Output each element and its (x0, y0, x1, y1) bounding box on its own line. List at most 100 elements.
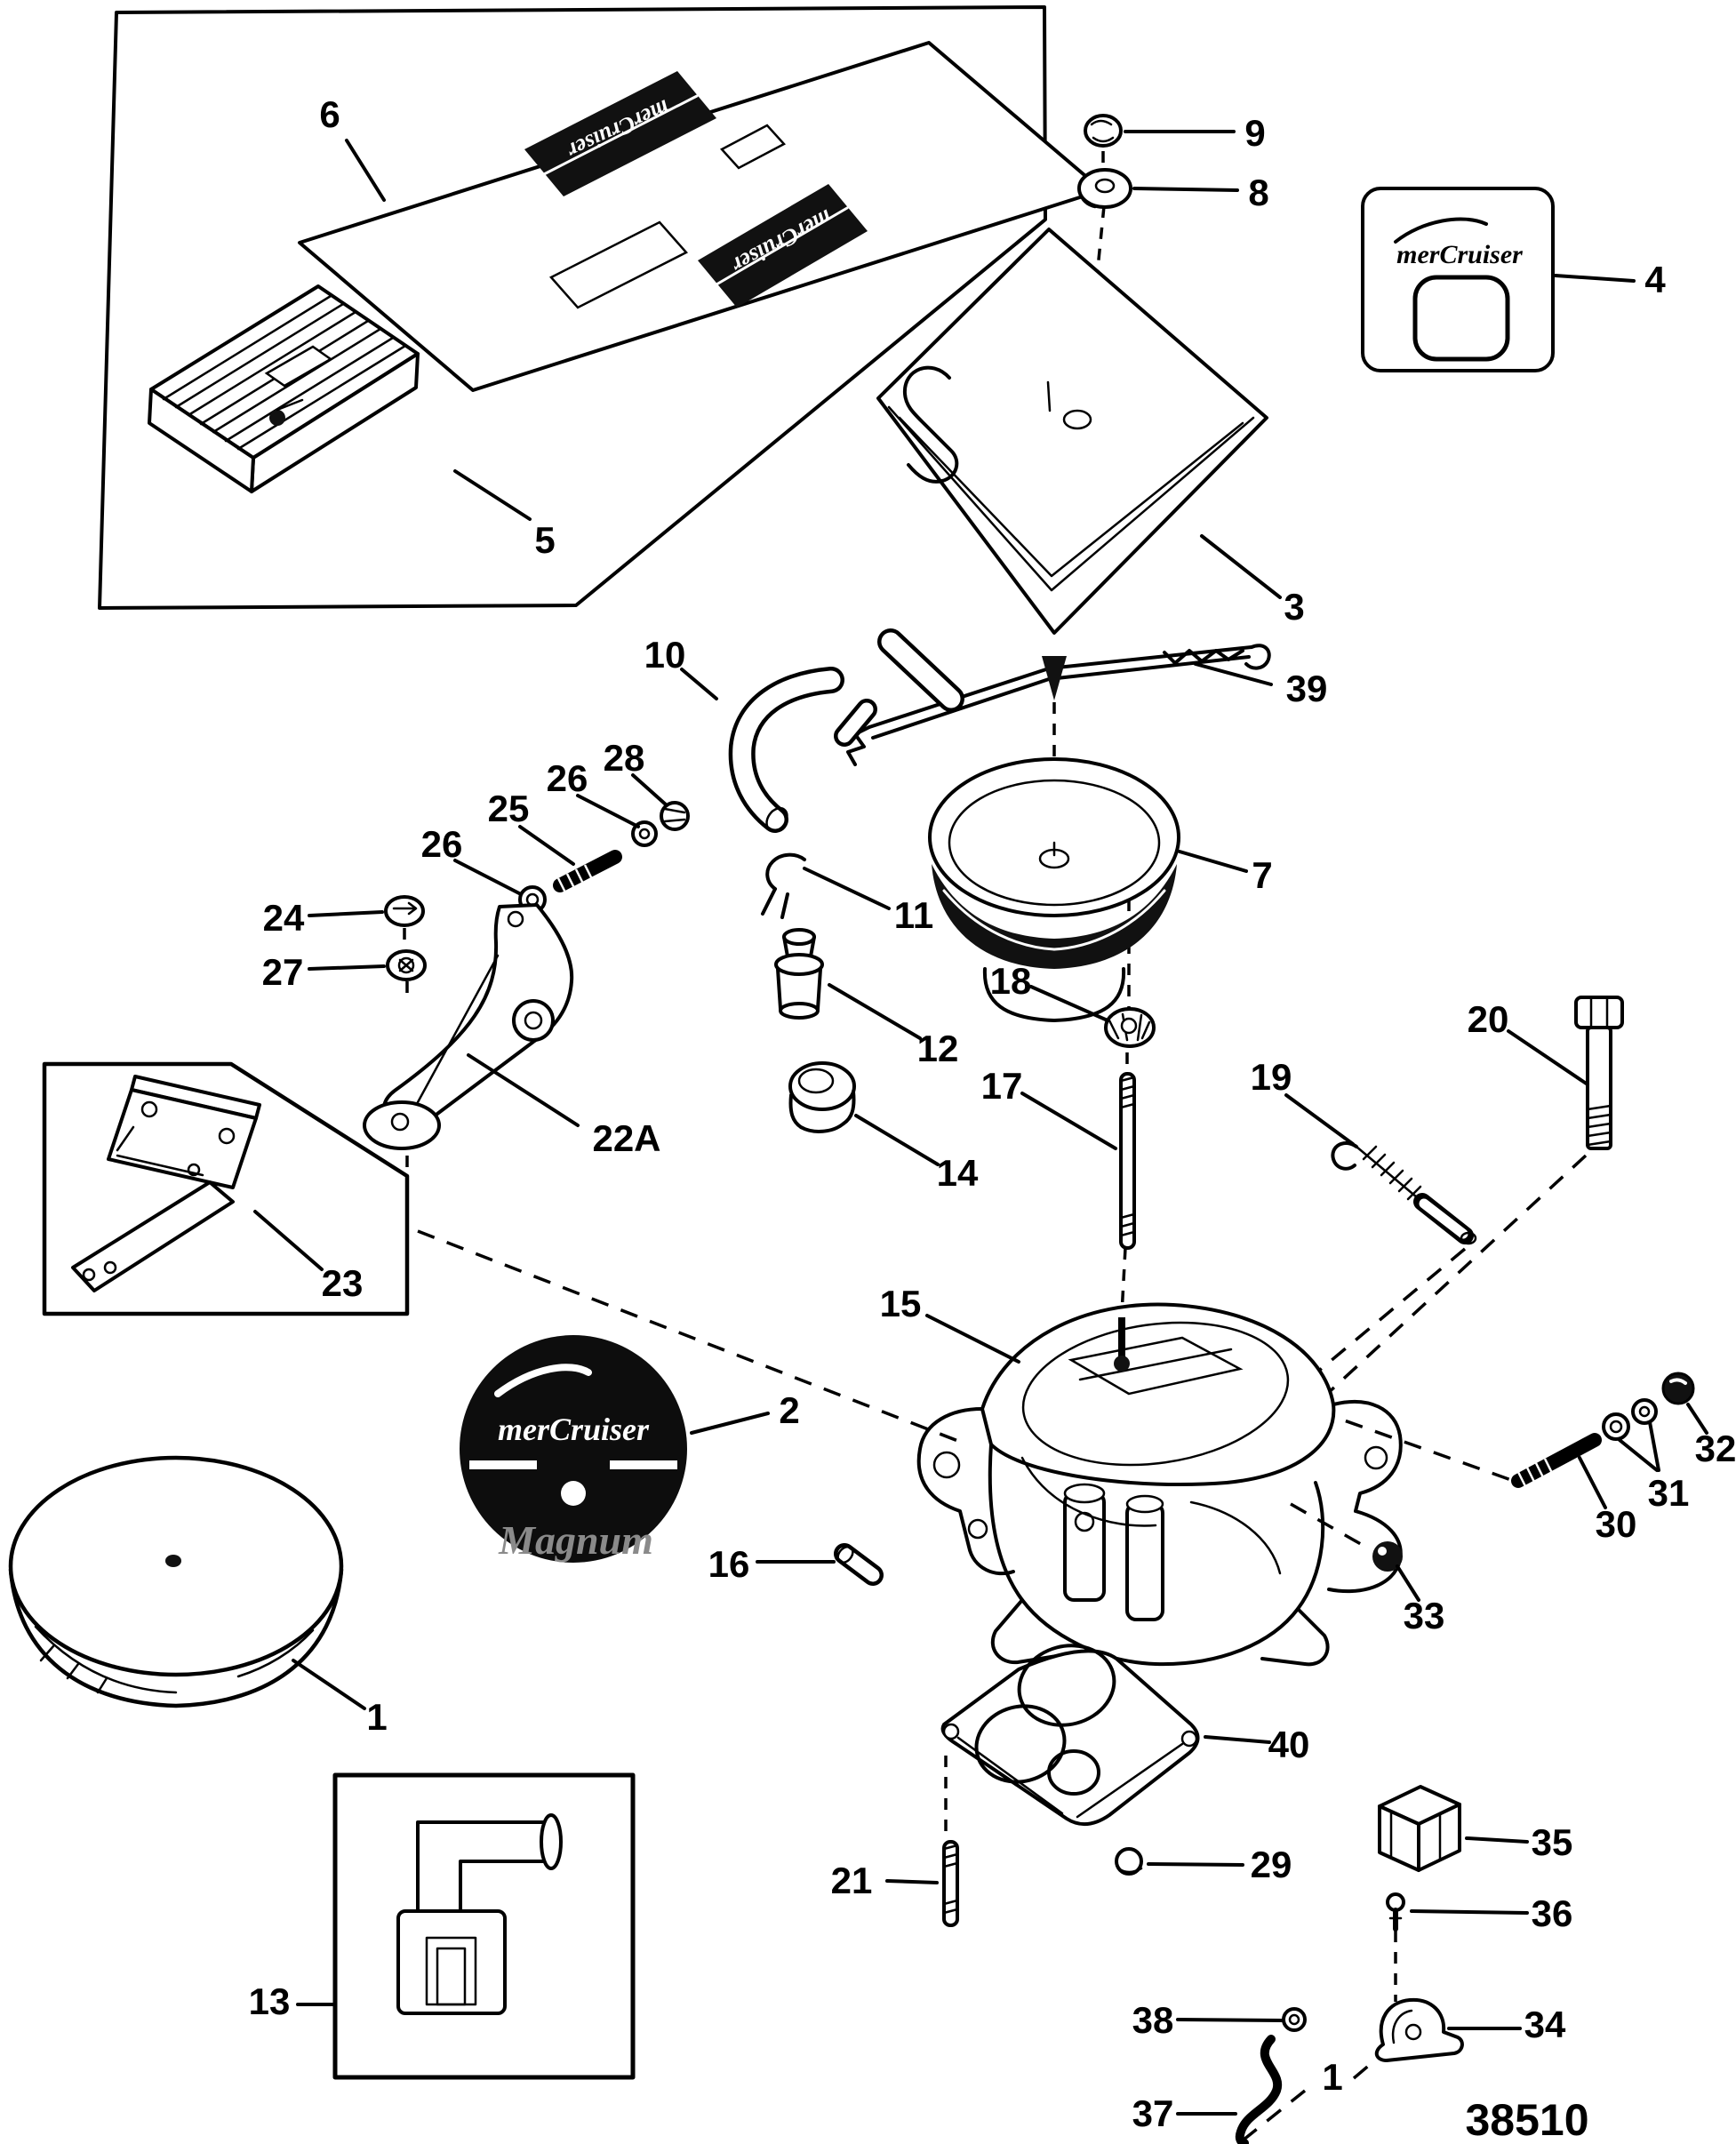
part-17-stud (1119, 1072, 1136, 1250)
cover-notch (902, 365, 959, 484)
callout-18: 18 (990, 960, 1032, 1002)
part-16-pin (834, 1543, 884, 1586)
linkage-arrow (1042, 656, 1067, 700)
part-36-screw (1386, 1892, 1405, 1932)
callout-leader-29 (1147, 1862, 1244, 1867)
callout-leader-23 (253, 1210, 324, 1271)
callout-24: 24 (263, 897, 305, 939)
callout-32: 32 (1695, 1428, 1736, 1469)
callout-leader-20 (1507, 1029, 1589, 1086)
callout-leader-5 (453, 469, 532, 521)
callout-33: 33 (1404, 1595, 1445, 1636)
part-11-clip (761, 852, 806, 919)
callout-5: 5 (534, 519, 555, 561)
callout-leader-25 (518, 825, 575, 866)
part-20-bolt (1574, 996, 1624, 1150)
part-12-fitting (774, 928, 824, 1020)
callout-leader-26 (576, 794, 640, 828)
part-22a-support-bracket (363, 903, 574, 1150)
part-40-gasket (940, 1644, 1200, 1826)
callout-leader-15 (925, 1314, 1020, 1364)
callout-10: 10 (644, 634, 686, 676)
callout-2: 2 (779, 1389, 799, 1431)
callout-leader-28 (631, 773, 668, 807)
part-3-cover (876, 228, 1268, 635)
callout-leader-4 (1554, 274, 1636, 283)
part-34-clamp (1374, 1997, 1464, 2062)
callout-leader-10 (680, 668, 718, 700)
callout-leader-22A (467, 1053, 580, 1127)
callout-leader-27 (308, 964, 386, 971)
callout-30: 30 (1596, 1503, 1637, 1545)
plate-slot (548, 220, 689, 309)
part-32-nut (1661, 1372, 1695, 1405)
part-23-bracket-inset (42, 1061, 410, 1316)
cover-slot (264, 345, 333, 388)
callout-leader-36 (1410, 1909, 1529, 1915)
part-9-nut (1084, 114, 1123, 148)
callout-15: 15 (880, 1283, 922, 1324)
decal-text: merCruiser (498, 1412, 650, 1447)
callout-13: 13 (249, 1980, 291, 2022)
part-37-rod (1235, 2035, 1283, 2144)
callout-8: 8 (1248, 172, 1268, 213)
callout-leader-40 (1204, 1735, 1271, 1744)
inset-box-covers (98, 5, 1047, 610)
callout-leader-17 (1020, 1092, 1117, 1150)
callout-leader-18 (1029, 985, 1109, 1022)
callout-17: 17 (981, 1065, 1023, 1107)
callout-29: 29 (1251, 1844, 1292, 1885)
part-10-hose (728, 628, 964, 833)
callout-23: 23 (322, 1262, 364, 1304)
callout-leader-26 (453, 859, 523, 896)
part-30-stud (1511, 1433, 1602, 1488)
callout-20: 20 (1468, 998, 1509, 1040)
callout-leader-31 (1618, 1438, 1659, 1472)
callout-leader-35 (1465, 1836, 1529, 1844)
callout-39: 39 (1286, 668, 1328, 709)
part-28-nut (660, 801, 690, 831)
part-25-stud (553, 850, 622, 893)
part-29-cap (1115, 1847, 1143, 1876)
callout-14: 14 (937, 1152, 979, 1194)
callout-leader-1 (292, 1659, 366, 1710)
part-8-washer (1077, 168, 1132, 209)
callout-35: 35 (1532, 1821, 1573, 1863)
decal-text: merCruiser (1396, 240, 1523, 269)
callout-11: 11 (894, 894, 933, 936)
callout-12: 12 (917, 1028, 959, 1069)
callout-leader-39 (1194, 662, 1273, 686)
part-21-stud (942, 1840, 959, 1927)
callout-leader-30 (1578, 1456, 1607, 1509)
part-24-nut (384, 895, 425, 927)
callout-3: 3 (1284, 586, 1304, 628)
callout-leader-24 (308, 910, 384, 917)
callout-28: 28 (604, 737, 645, 779)
callout-22A: 22A (592, 1117, 660, 1159)
drawing-number: 38510 (1465, 2095, 1588, 2144)
callout-leader-14 (854, 1114, 940, 1166)
callout-leader-32 (1686, 1403, 1708, 1435)
callout-leader-7 (1178, 850, 1248, 873)
callout-16: 16 (708, 1543, 750, 1585)
callout-leader-21 (885, 1879, 939, 1884)
callout-leader-31 (1648, 1420, 1660, 1472)
part-7-flame-arrestor (928, 757, 1180, 1022)
part-14-grommet (788, 1061, 856, 1133)
decal-swoosh (1394, 217, 1488, 244)
part-1-base-plate (8, 1455, 344, 1708)
callout-leader-11 (803, 867, 891, 910)
plate-slot (719, 124, 787, 170)
callout-leader-6 (345, 139, 386, 202)
decal-subtext: Magnum (498, 1517, 653, 1563)
part-4-decal: merCruiser (1361, 187, 1555, 372)
callout-leader-2 (690, 1412, 770, 1435)
part-2-decal: merCruiser Magnum (460, 1335, 687, 1563)
callout-25: 25 (488, 788, 530, 829)
callout-leader-12 (828, 983, 922, 1040)
callout-40: 40 (1268, 1724, 1310, 1765)
cover-knob (269, 410, 285, 426)
